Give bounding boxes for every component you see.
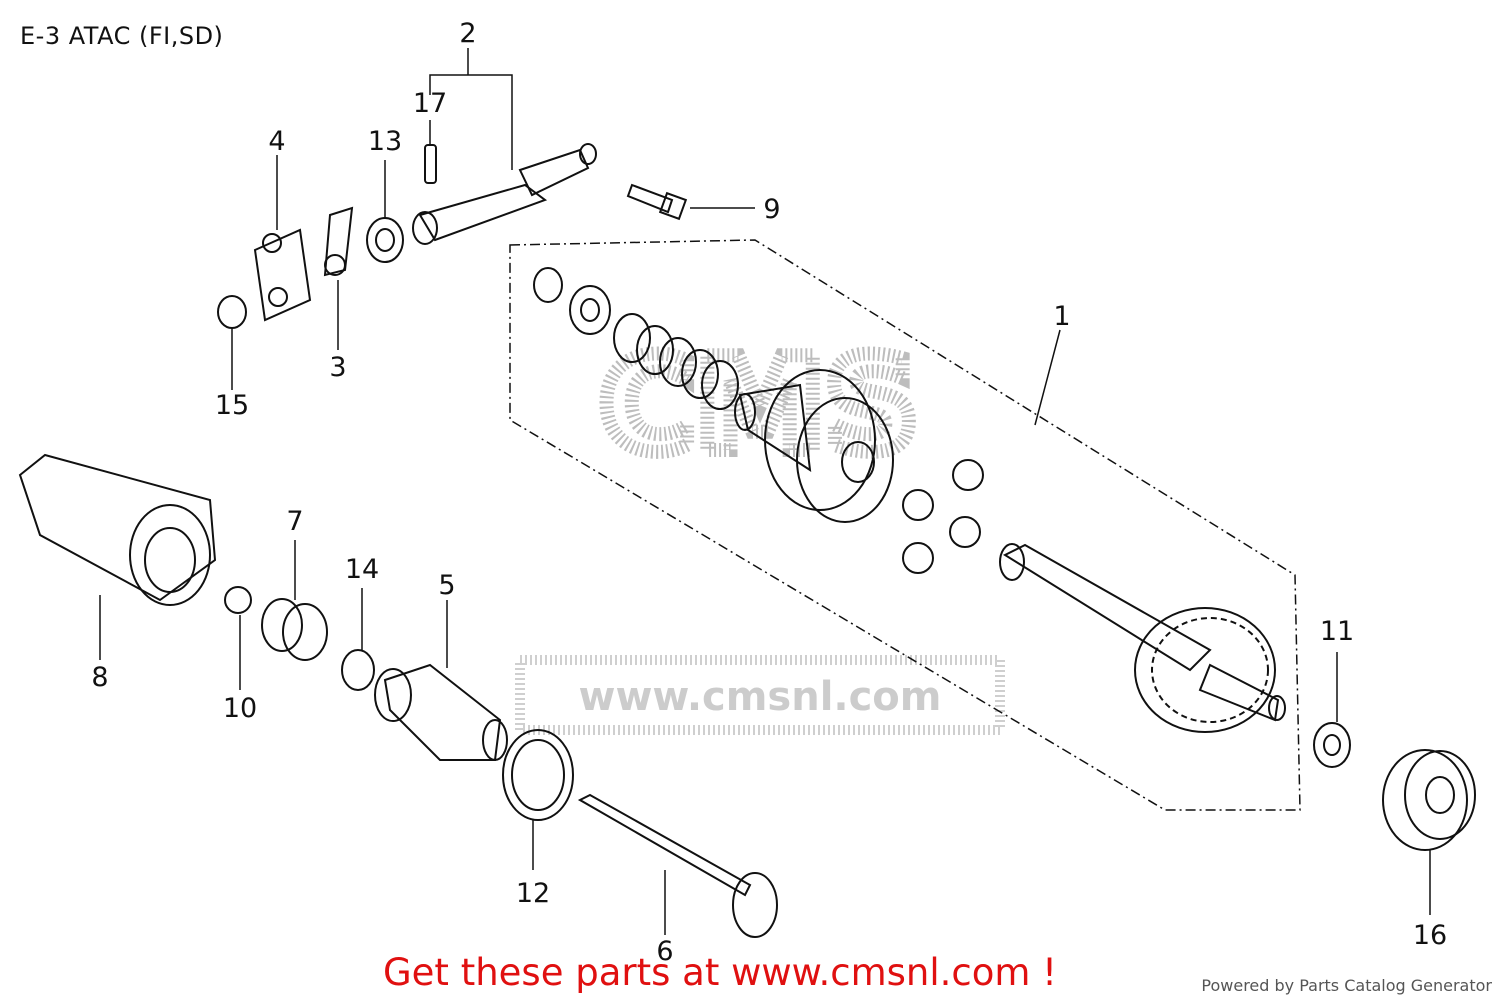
callout-6: 6 bbox=[656, 936, 673, 967]
bolt-9 bbox=[626, 183, 674, 214]
powered-by: Powered by Parts Catalog Generator bbox=[1201, 976, 1492, 995]
washer-13 bbox=[366, 217, 404, 263]
pulley bbox=[764, 369, 876, 511]
ring-12 bbox=[502, 729, 574, 821]
callout-2: 2 bbox=[459, 18, 476, 49]
callouts: 1 2 3 4 5 6 7 8 9 10 11 12 13 14 15 16 1… bbox=[91, 18, 1447, 967]
diagram-title: E-3 ATAC (FI,SD) bbox=[20, 22, 224, 50]
assembly-outline bbox=[509, 239, 1301, 811]
lever-3 bbox=[323, 206, 354, 277]
watermark: CMS www.cmsnl.com bbox=[515, 322, 1005, 735]
nut-10 bbox=[224, 586, 252, 614]
collar-7 bbox=[261, 598, 303, 652]
callout-7: 7 bbox=[286, 506, 303, 537]
gear bbox=[1134, 607, 1276, 733]
callout-3: 3 bbox=[329, 352, 346, 383]
callout-5: 5 bbox=[438, 570, 455, 601]
housing-8 bbox=[18, 453, 217, 602]
callout-4: 4 bbox=[268, 126, 285, 157]
callout-13: 13 bbox=[368, 126, 402, 157]
spring bbox=[613, 313, 739, 410]
callout-8: 8 bbox=[91, 662, 108, 693]
callout-17: 17 bbox=[413, 88, 447, 119]
callout-1: 1 bbox=[1053, 301, 1070, 332]
clip-15 bbox=[217, 295, 247, 329]
callout-14: 14 bbox=[345, 554, 379, 585]
callout-16: 16 bbox=[1413, 920, 1447, 951]
callout-15: 15 bbox=[215, 390, 249, 421]
callout-12: 12 bbox=[516, 878, 550, 909]
callout-9: 9 bbox=[763, 194, 780, 225]
bearing-16 bbox=[1382, 749, 1468, 851]
main-shaft bbox=[1002, 543, 1212, 672]
seal-14 bbox=[341, 649, 375, 691]
valve-6 bbox=[577, 793, 752, 897]
callout-10: 10 bbox=[223, 693, 257, 724]
washer-11 bbox=[1313, 722, 1351, 768]
plate-4 bbox=[253, 228, 312, 322]
cta-link[interactable]: Get these parts at www.cmsnl.com ! bbox=[383, 951, 1058, 994]
shaft-2 bbox=[418, 183, 548, 242]
pin-17 bbox=[424, 144, 437, 184]
callout-11: 11 bbox=[1320, 616, 1354, 647]
watermark-url: www.cmsnl.com bbox=[579, 674, 942, 720]
